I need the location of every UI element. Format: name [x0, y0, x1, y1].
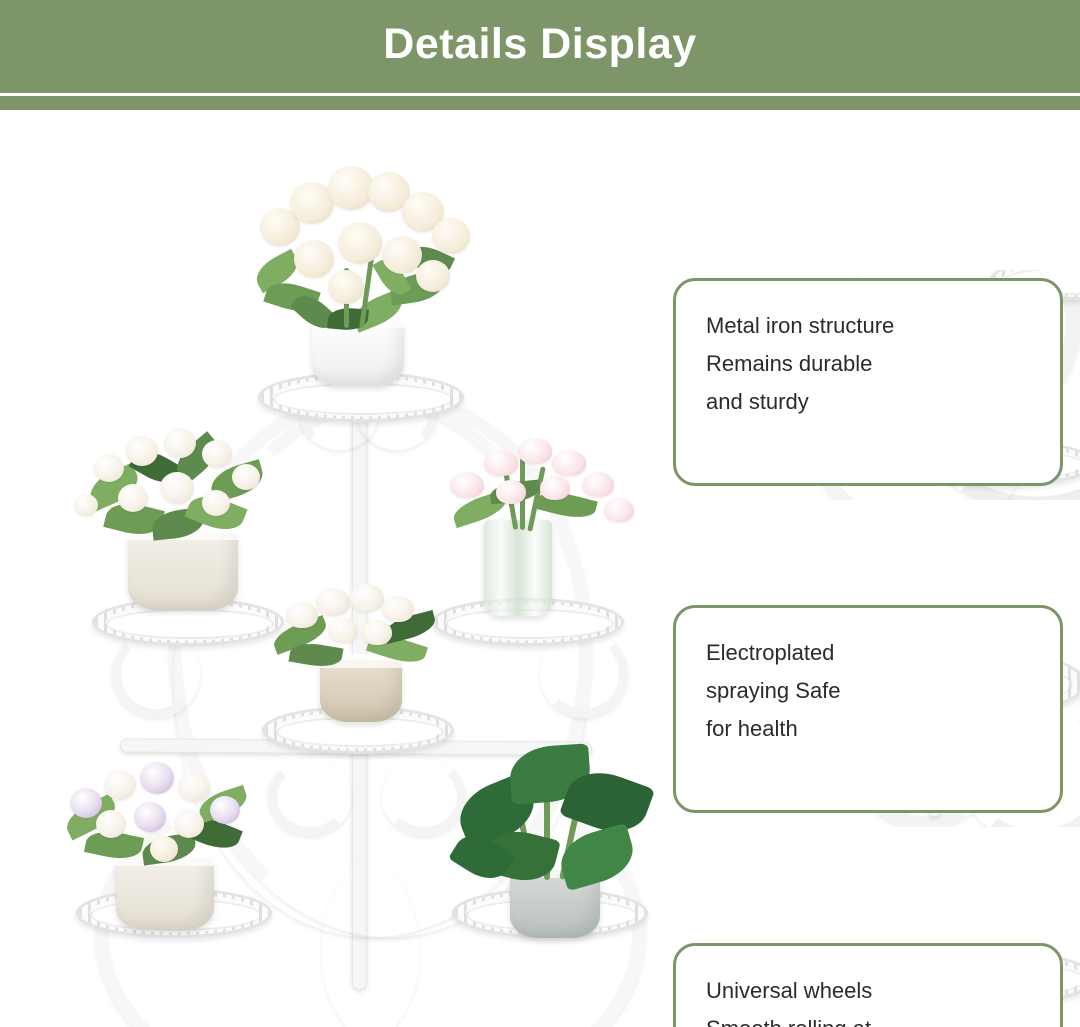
rose-bloom: [328, 166, 374, 210]
tulip-bloom: [316, 588, 350, 616]
rose-bloom: [328, 270, 364, 304]
white-bloom: [126, 436, 158, 466]
callout-text: Universal wheels Smooth rolling at will: [706, 978, 873, 1027]
white-bloom: [118, 484, 148, 512]
white-bloom: [174, 810, 204, 838]
frame-scroll-right: [540, 630, 628, 718]
plant-monstera: [448, 728, 678, 938]
tulip-bloom: [518, 438, 552, 464]
white-bloom: [164, 428, 196, 458]
plant-purple-white-flowers: [50, 740, 280, 930]
callout-card-metal-iron-structure: Metal iron structure Remains durable and…: [673, 278, 1063, 486]
product-image-plant-stand: [0, 110, 676, 1027]
tulip-bloom: [328, 618, 358, 643]
rose-bloom: [382, 236, 422, 274]
frame-scroll-center-left: [268, 758, 352, 836]
tulip-bloom: [604, 498, 634, 522]
white-bloom: [96, 810, 126, 838]
tulip-bloom: [350, 584, 384, 612]
callout-card-universal-wheels: Universal wheels Smooth rolling at will: [673, 943, 1063, 1027]
product-showcase: Metal iron structure Remains durable and…: [0, 110, 1080, 1027]
tulip-bloom: [382, 596, 414, 622]
rose-bloom: [416, 260, 450, 292]
white-bloom: [104, 770, 136, 800]
purple-bloom: [140, 762, 174, 794]
purple-bloom: [134, 802, 166, 832]
cream-bloom: [150, 836, 178, 862]
tulip-bloom: [484, 450, 518, 476]
purple-bloom: [70, 788, 102, 818]
callout-card-electroplated-spraying: Electroplated spraying Safe for health: [673, 605, 1063, 813]
white-bloom: [178, 772, 210, 802]
tray-center-middle: [262, 706, 454, 754]
purple-bloom: [210, 796, 240, 824]
tulip-bloom: [362, 620, 392, 645]
rose-bloom: [338, 222, 382, 264]
plant-white-flowering: [60, 410, 310, 610]
frame-scroll-center-right: [382, 758, 466, 836]
rose-bloom: [294, 240, 334, 278]
white-bloom: [94, 454, 124, 482]
plant-pink-tulips: [432, 428, 662, 618]
tulip-bloom: [450, 472, 484, 498]
pot-tan-clay: [315, 654, 407, 722]
tray-right-upper: [432, 598, 624, 646]
tulip-bloom: [552, 450, 586, 476]
tulip-bloom: [286, 602, 318, 628]
tulip-bloom: [540, 476, 570, 500]
callout-text: Metal iron structure Remains durable and…: [706, 313, 895, 414]
callout-text: Electroplated spraying Safe for health: [706, 640, 841, 741]
white-bloom: [160, 472, 194, 504]
rose-bloom: [290, 182, 334, 224]
white-bloom: [202, 440, 232, 468]
plant-white-roses: [232, 148, 482, 388]
white-bloom: [202, 490, 230, 516]
header-underline: [0, 96, 1080, 110]
frame-scroll-left: [112, 630, 200, 718]
white-bloom: [232, 464, 260, 490]
page-title: Details Display: [383, 20, 697, 68]
pot-speckled-stone: [122, 526, 244, 610]
rose-bloom: [432, 218, 470, 254]
header-banner: Details Display: [0, 0, 1080, 93]
monstera-leaf: [554, 822, 640, 892]
white-bloom: [74, 494, 98, 516]
tulip-bloom: [582, 472, 614, 497]
vase-ribbed-glass: [484, 520, 552, 616]
tulip-bloom: [496, 480, 526, 504]
pot-beige: [111, 852, 219, 930]
plant-white-tulips: [258, 572, 458, 722]
